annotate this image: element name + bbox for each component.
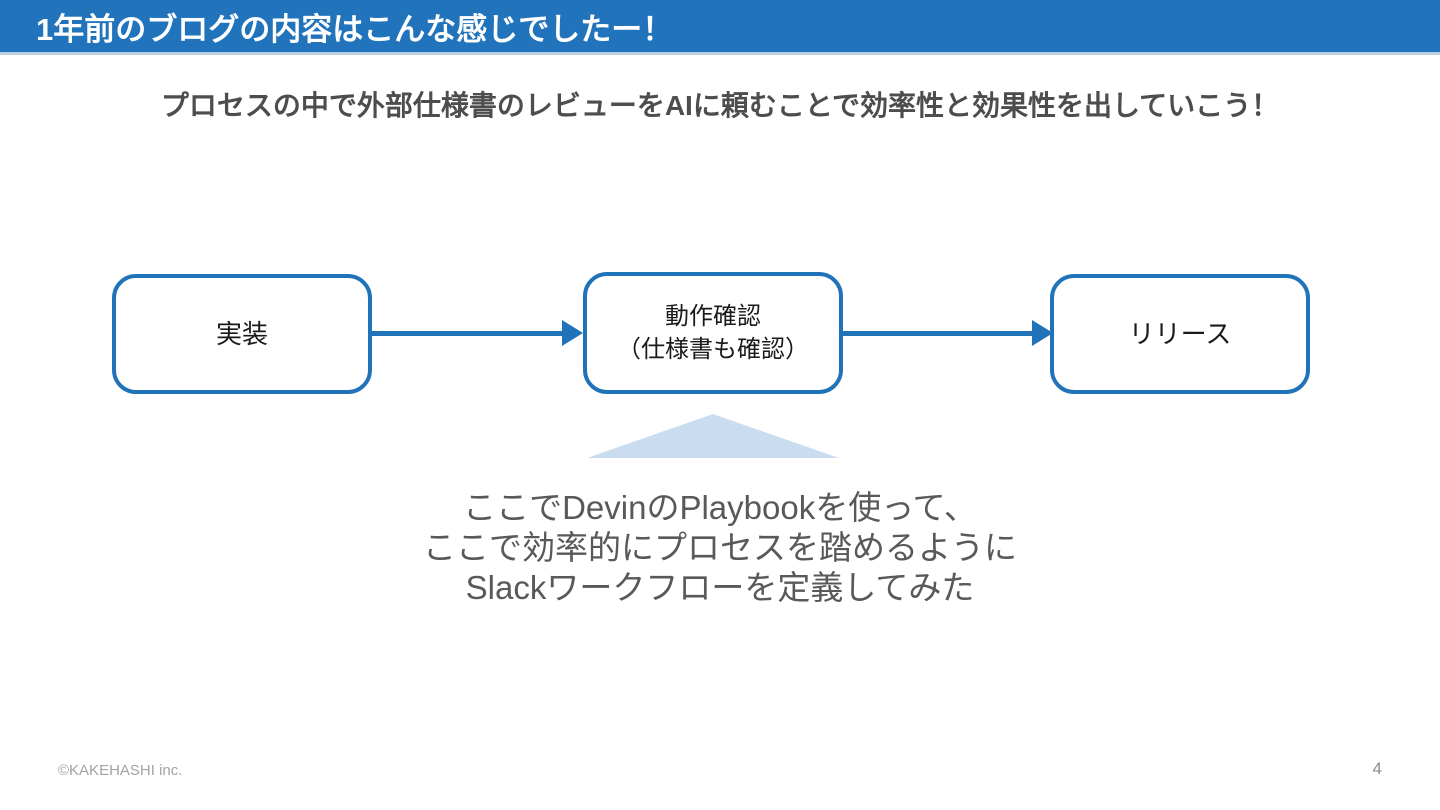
flow-arrow-1 bbox=[372, 320, 583, 346]
flow-box-implementation: 実装 bbox=[112, 274, 372, 394]
header-bar: 1年前のブログの内容はこんな感じでしたー！ bbox=[0, 0, 1440, 55]
slide-title: 1年前のブログの内容はこんな感じでしたー！ bbox=[36, 11, 674, 47]
arrow-right-icon bbox=[1032, 320, 1053, 346]
flow-box-label: 動作確認 bbox=[665, 303, 761, 330]
flow-arrow-2 bbox=[843, 320, 1053, 346]
arrow-line bbox=[372, 330, 564, 336]
flow-box-sublabel: （仕様書も確認） bbox=[617, 336, 809, 363]
callout-line-1: ここでDevinのPlaybookを使って、 bbox=[463, 489, 977, 526]
arrow-right-icon bbox=[562, 320, 583, 346]
slide-subtitle: プロセスの中で外部仕様書のレビューをAIに頼むことで効率性と効果性を出していこう… bbox=[160, 90, 1280, 121]
flow-box-label: リリース bbox=[1128, 319, 1232, 349]
footer-copyright: ©KAKEHASHI inc. bbox=[58, 762, 183, 779]
callout-line-2: ここで効率的にプロセスを踏めるように bbox=[423, 529, 1017, 566]
arrow-line bbox=[843, 330, 1034, 336]
callout-pointer-triangle-icon bbox=[587, 414, 839, 458]
callout-line-3: Slackワークフローを定義してみた bbox=[465, 569, 975, 606]
flow-box-label: 実装 bbox=[215, 319, 268, 349]
callout-text: ここでDevinのPlaybookを使って、 ここで効率的にプロセスを踏めるよう… bbox=[0, 488, 1440, 608]
flow-box-verification: 動作確認 （仕様書も確認） bbox=[583, 272, 843, 394]
page-number: 4 bbox=[1372, 759, 1382, 778]
flow-box-release: リリース bbox=[1050, 274, 1310, 394]
